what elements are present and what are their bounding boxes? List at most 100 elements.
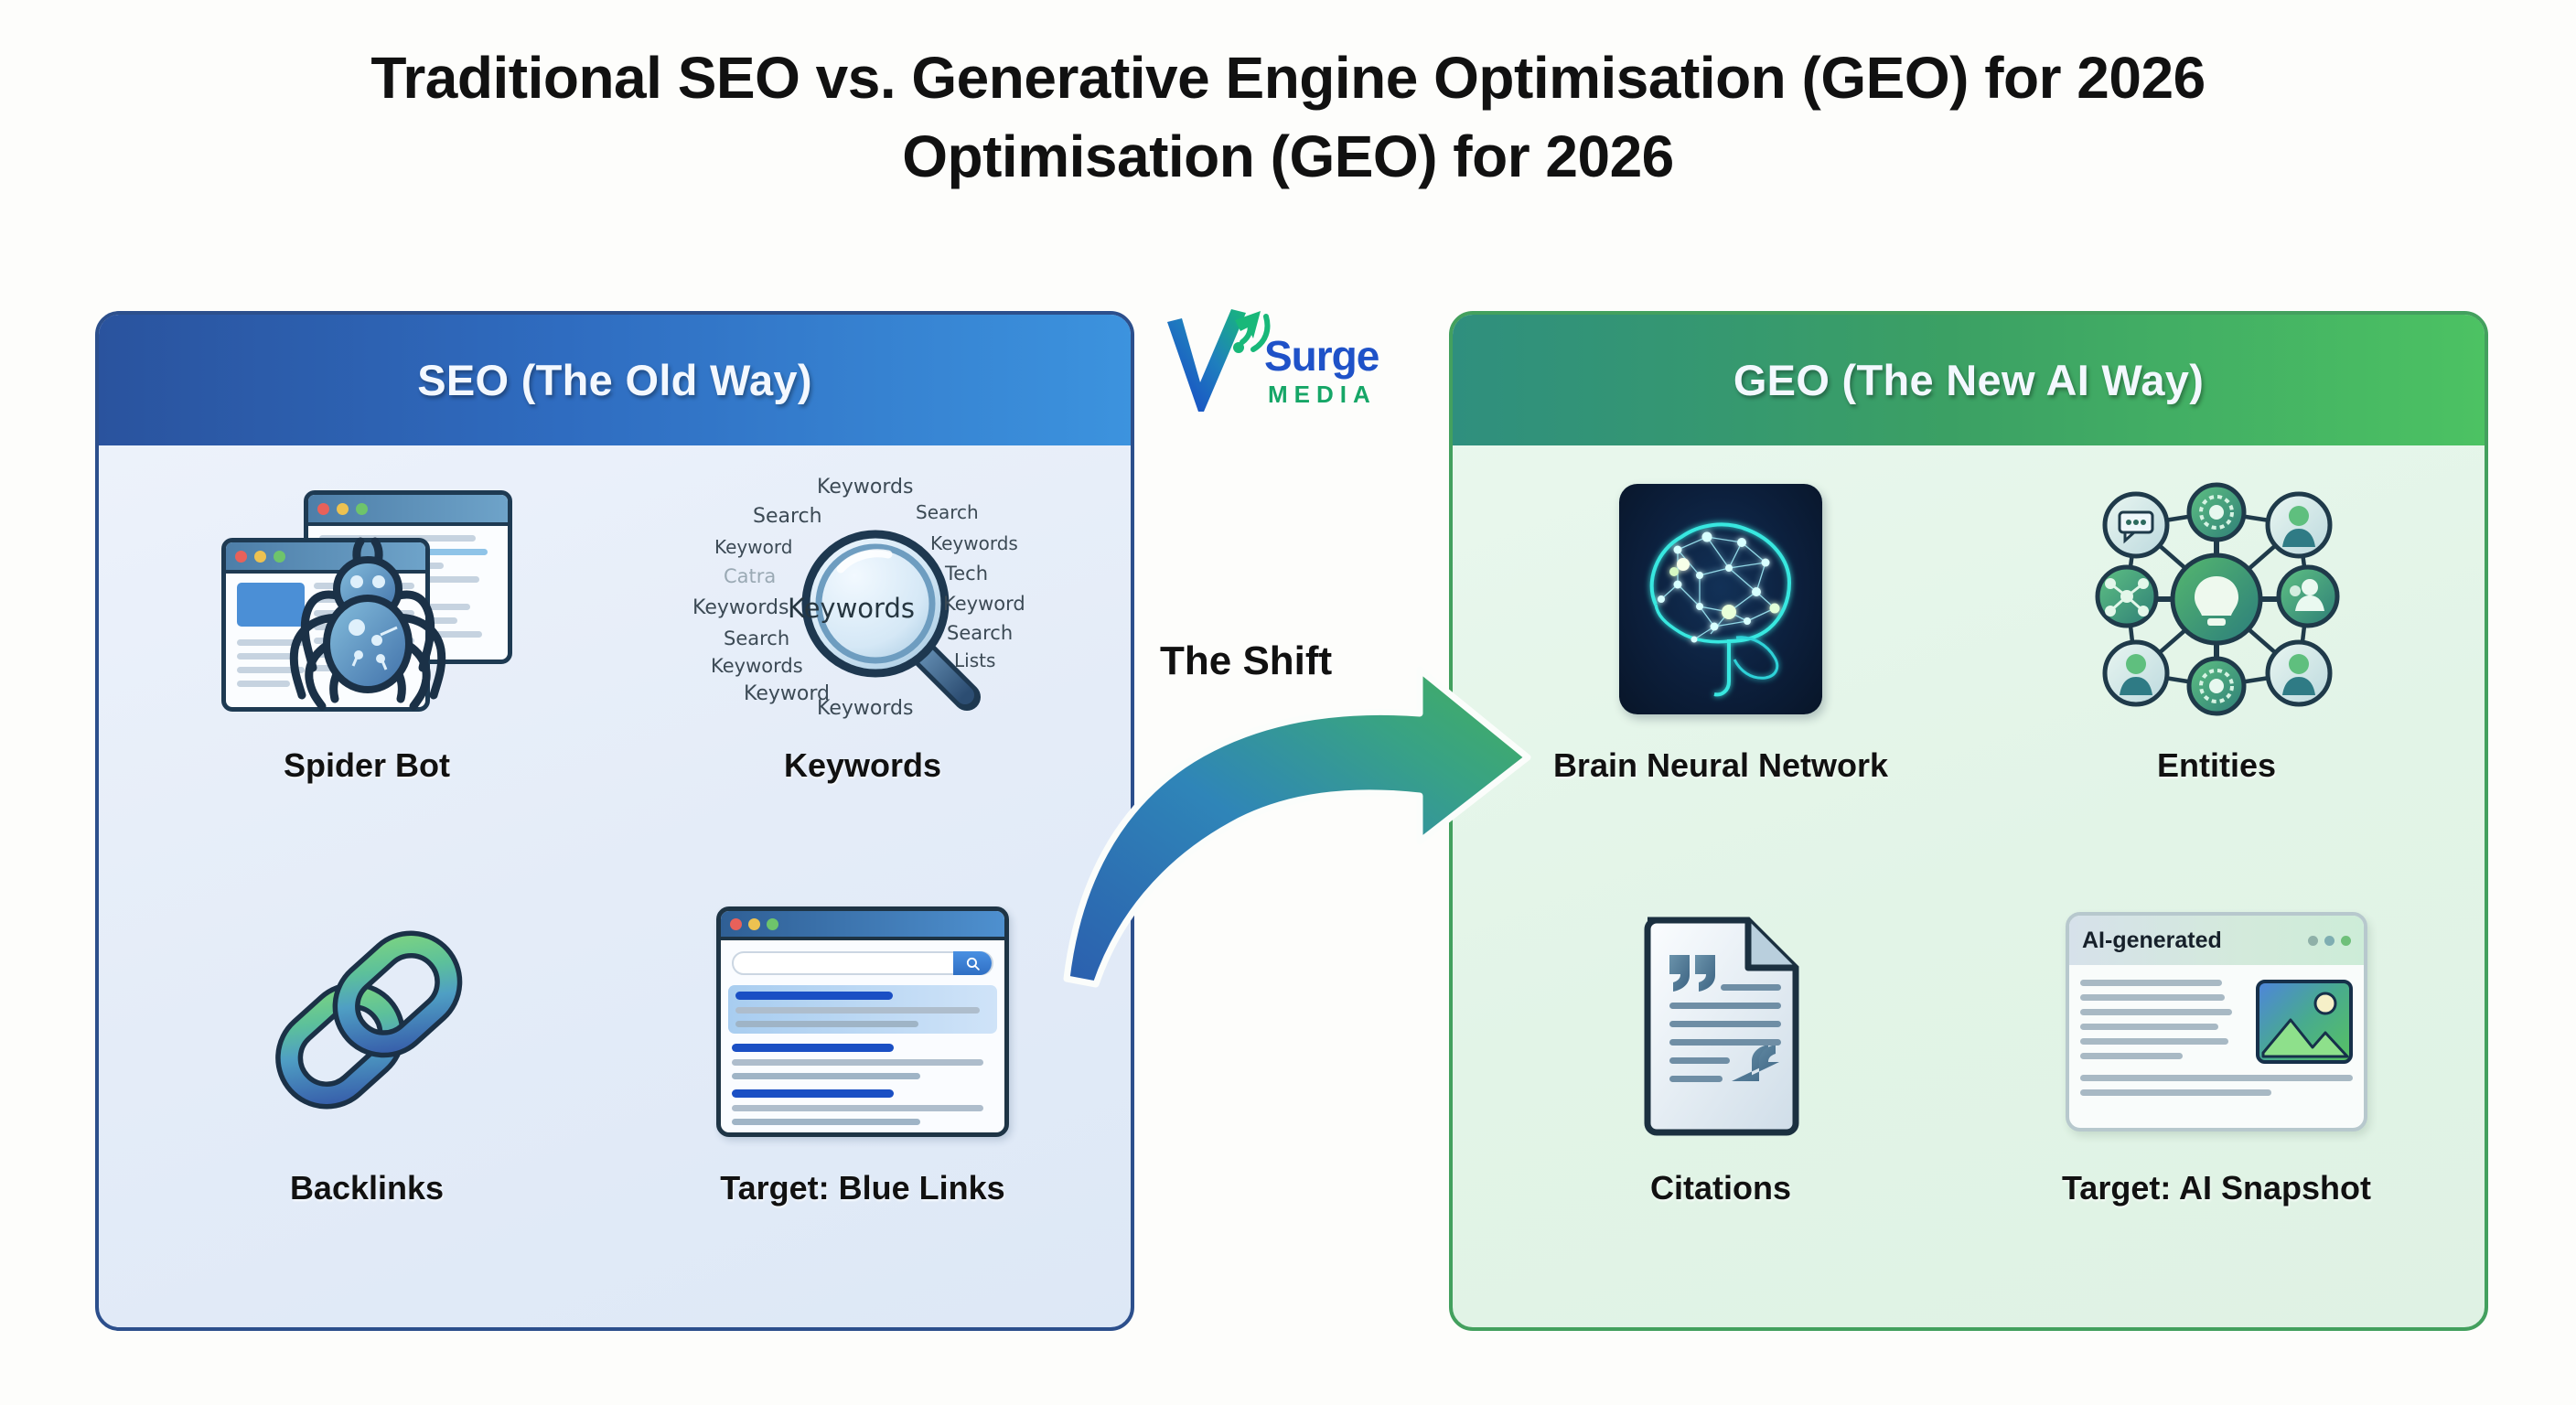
tile-blue-links[interactable]: Target: Blue Links: [615, 885, 1111, 1307]
logo-surge-text: Surge: [1264, 332, 1379, 380]
title-line-1: Traditional SEO vs. Generative Engine Op…: [370, 45, 2206, 111]
tile-citations[interactable]: Citations: [1473, 885, 1969, 1307]
spider-icon: [289, 537, 446, 711]
keyword-cloud-word: Keyword: [744, 682, 830, 705]
tile-backlinks[interactable]: Backlinks: [119, 885, 615, 1307]
close-dot-icon: [730, 917, 742, 930]
tile-label-citations: Citations: [1649, 1169, 1791, 1207]
keyword-cloud-word: Keywords: [817, 697, 914, 720]
panel-geo-header-title: GEO (The New AI Way): [1733, 356, 2205, 404]
panel-seo: SEO (The Old Way): [95, 311, 1134, 1331]
keyword-cloud-word: Keywords: [817, 476, 914, 499]
search-result-item[interactable]: [732, 1089, 993, 1125]
quote-close-icon: [1732, 1045, 1779, 1081]
magnifier-icon: [801, 530, 981, 711]
chat-bubble-icon: [2118, 510, 2154, 544]
entity-graph-icon: [2095, 482, 2340, 716]
tile-label-blue-links: Target: Blue Links: [720, 1169, 1005, 1207]
spider-bot-art: [216, 462, 518, 736]
dot-icon: [2308, 935, 2318, 946]
dot-icon: [2341, 935, 2351, 946]
tile-label-entities: Entities: [2156, 746, 2277, 784]
citation-document-icon: [1644, 917, 1799, 1136]
tile-label-keywords: Keywords: [783, 746, 942, 784]
page-title: Traditional SEO vs. Generative Engine Op…: [0, 44, 2576, 191]
curved-arrow-icon: [1063, 666, 1531, 988]
keyword-cloud-word: Search: [916, 501, 979, 523]
result-title-link[interactable]: [732, 1089, 895, 1098]
maximize-dot-icon: [356, 502, 368, 515]
result-title-link[interactable]: [732, 1044, 895, 1052]
keyword-cloud-word: Search: [724, 627, 790, 649]
keyword-cloud-word: Tech: [945, 563, 989, 585]
serp-browser-art: [716, 885, 1009, 1159]
lightbulb-icon: [2195, 576, 2238, 626]
tile-spider-bot[interactable]: Spider Bot: [119, 462, 615, 885]
panel-seo-header: SEO (The Old Way): [99, 315, 1131, 445]
keyword-center-label: Keywords: [788, 593, 915, 624]
brain-neural-network-art: [1619, 462, 1822, 736]
search-input[interactable]: [732, 951, 993, 975]
tile-ai-snapshot[interactable]: AI-generated: [1969, 885, 2464, 1307]
minimize-dot-icon: [254, 550, 266, 563]
tile-label-brain-neural-network: Brain Neural Network: [1552, 746, 1889, 784]
tile-brain-neural-network[interactable]: Brain Neural Network: [1473, 462, 1969, 885]
brain-card: [1619, 484, 1822, 714]
document-text-lines: [1669, 984, 1781, 1082]
search-result-item[interactable]: [728, 985, 997, 1034]
person-icon: [2120, 654, 2152, 695]
close-dot-icon: [317, 502, 329, 515]
window-dots: [2308, 935, 2351, 946]
panel-geo: GEO (The New AI Way): [1449, 311, 2488, 1331]
chain-link-icon: [275, 930, 463, 1110]
panel-seo-body: Spider Bot: [99, 445, 1131, 1327]
keyword-cloud-word: Keywords: [711, 655, 803, 677]
citation-document-art: [1629, 885, 1812, 1159]
snapshot-footer-lines: [2069, 1075, 2364, 1096]
dot-icon: [2324, 935, 2334, 946]
search-icon[interactable]: [953, 951, 992, 975]
ai-snapshot-header: AI-generated: [2069, 916, 2364, 965]
keyword-cloud-word: Search: [753, 505, 822, 528]
panel-geo-body: Brain Neural Network: [1453, 445, 2485, 1327]
keyword-cloud-word: Keyword: [714, 536, 793, 558]
v-arrow-signal-icon: [1167, 309, 1271, 412]
window-titlebar: [226, 542, 425, 574]
person-icon: [2282, 506, 2315, 547]
tile-label-spider-bot: Spider Bot: [283, 746, 450, 784]
search-result-item[interactable]: [732, 1044, 993, 1079]
tile-label-ai-snapshot: Target: AI Snapshot: [2061, 1169, 2371, 1207]
keyword-cloud-word: Catra: [724, 565, 777, 587]
person-icon: [2282, 654, 2315, 695]
close-dot-icon: [235, 550, 247, 563]
ai-snapshot-card: AI-generated: [2066, 912, 2367, 1132]
minimize-dot-icon: [337, 502, 349, 515]
keyword-cloud-word: Lists: [954, 649, 996, 671]
keyword-cloud-word: Search: [947, 622, 1014, 644]
snapshot-text-lines: [2080, 976, 2245, 1064]
maximize-dot-icon: [767, 917, 778, 930]
ai-snapshot-art: AI-generated: [2066, 885, 2367, 1159]
keyword-cloud-word: Keywords: [692, 596, 789, 619]
tile-entities[interactable]: Entities: [1969, 462, 2464, 885]
window-titlebar: [721, 911, 1004, 940]
thumbnail-block: [237, 583, 305, 627]
ai-snapshot-title: AI-generated: [2082, 927, 2222, 953]
quote-open-icon: [1669, 955, 1715, 992]
panel-seo-header-title: SEO (The Old Way): [417, 356, 812, 404]
serp-browser-window: [716, 906, 1009, 1137]
result-title-link[interactable]: [735, 992, 894, 1000]
image-placeholder-icon: [2256, 980, 2353, 1064]
maximize-dot-icon: [274, 550, 285, 563]
brand-logo[interactable]: Surge MEDIA: [1154, 309, 1429, 446]
title-line-2: Optimisation (GEO) for 2026: [902, 123, 1674, 189]
entity-graph-art: [2079, 462, 2354, 736]
logo-media-text: MEDIA: [1268, 381, 1377, 408]
brain-network-icon: [1649, 522, 1792, 697]
panel-geo-header: GEO (The New AI Way): [1453, 315, 2485, 445]
shift-arrow-group: The Shift: [1052, 613, 1564, 997]
keyword-cloud-word: Keyword: [943, 593, 1025, 615]
